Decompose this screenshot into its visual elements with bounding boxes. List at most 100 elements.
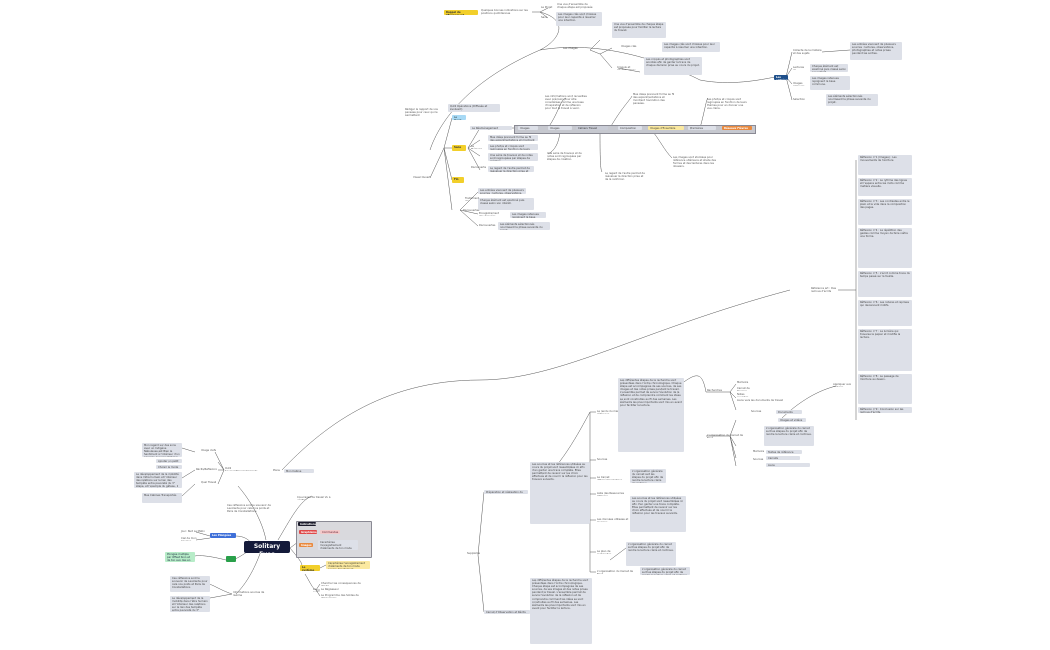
central-topic[interactable]: Solitary Eyes xyxy=(244,541,290,553)
root-child-yellow-2[interactable]: Fin xyxy=(452,177,464,183)
br-item-1: Le rendu du mémoire de référence xyxy=(597,410,629,414)
chain-note-3: Les photos et croquis sont regroupés en … xyxy=(707,98,747,111)
right-column-header[interactable]: Référence art : Des remous d'écrits xyxy=(811,287,837,293)
indications-note-2: Caractérise l'enregistrement d'éléments … xyxy=(318,540,358,550)
chain-note-1: Les informations sont recueillies avec p… xyxy=(545,95,587,111)
chain-note-4: Une série de travaux et de notes sont re… xyxy=(547,152,582,162)
br-bottom-label[interactable]: Carnet d'Observation et Récits d'Expérie… xyxy=(484,610,530,614)
root-list-2: Mes idées prennent forme au fil des expé… xyxy=(488,135,538,141)
indications-title[interactable]: Indications xyxy=(298,522,316,526)
node-le-systeme-note: Caractérise l'enregistrement d'éléments … xyxy=(326,561,370,569)
ribbon-event[interactable]: Rappel de l'Évènement xyxy=(444,10,478,15)
upper-left-note-5: Mes Cabines Transportés xyxy=(142,493,182,503)
upper-left-hub[interactable]: Outil Sources/Enregistrements xyxy=(225,467,258,471)
bottom-child-3: Le Programme des Soldes de l'Organisme xyxy=(321,594,359,598)
root-child-blue[interactable]: Le Projet xyxy=(452,115,466,120)
br-hub[interactable]: Suppléments xyxy=(467,552,480,555)
br-long-note: Les différentes étapes de la recherche s… xyxy=(618,378,684,452)
node-green[interactable] xyxy=(226,556,236,562)
cabine-note: Couvrages de travail Vu à vérifier xyxy=(297,496,331,500)
plans-label: Plans xyxy=(273,469,280,472)
br-side-note-1: Documents xyxy=(776,410,802,414)
mid-note-1: Ces réflexions sont le souvenir de Lavol… xyxy=(170,576,210,592)
top-label-a: Le Projet xyxy=(541,6,553,9)
node-le-systeme[interactable]: Le système xyxy=(300,565,320,571)
br-main[interactable]: Préparation et réalisation du Rapport fi… xyxy=(484,490,528,494)
lower-list-3: Les images retenues rejoignent la base c… xyxy=(510,212,546,218)
br-item-7-note: L'organisation générale du carnet suit l… xyxy=(640,567,690,575)
bottom-child-2: Le Régissseur xyxy=(321,588,339,591)
node-blue-sub1: Jour: Nuit Le Matin xyxy=(181,530,205,533)
node-les-entrees[interactable]: Les entrées xyxy=(774,75,788,80)
right-note-2: Réflexion n°2 : Le rythme des lignes et … xyxy=(858,178,912,196)
lower-list-2: Chaque élément est examiné puis classé s… xyxy=(478,198,534,210)
chain-item-5[interactable]: Images d'Ensemble xyxy=(648,126,684,130)
upper-cluster-item-2: Croquis et photographies xyxy=(617,66,636,70)
br-side-item-2: Carnet de Dessins xyxy=(737,387,750,391)
root-list-1: Le Réaménagement xyxy=(470,126,512,130)
upper-left-note-2: Ajouter un petit clip vidéo xyxy=(156,459,182,463)
br-side-item-1: Mémoire xyxy=(737,381,749,384)
upper-left-connector-note: Ces réflexions sont le souvenir de Lavol… xyxy=(227,504,271,512)
br-side-item-7: Sources xyxy=(753,458,764,461)
br-side-note-5: Carnets xyxy=(766,456,800,460)
right-note-6: Réflexion n°6 : Les ratures et reprises … xyxy=(858,300,912,326)
lower-list-label-2: Enregistrement des données xyxy=(479,212,500,216)
top-note-2: Les images clés sont choisies pour leur … xyxy=(556,12,602,26)
node-blue-sub2: Ciel de mon Couleur xyxy=(181,537,197,541)
chain-item-4[interactable]: Composition xyxy=(618,126,642,130)
br-item-6-note: L'organisation générale du carnet suit l… xyxy=(626,542,676,566)
indications-panel xyxy=(296,521,372,558)
dblue-note-2: Chaque élément est examiné puis classé s… xyxy=(810,64,848,72)
right-note-3: Réflexion n°3 : Les contrastes entre le … xyxy=(858,199,912,225)
br-side-note-2: Images et vidéos xyxy=(778,418,806,422)
upper-left-note-4: Le développement de la mobilité dans l'ê… xyxy=(134,472,182,488)
root-child-yellow[interactable]: Sans xyxy=(452,145,466,151)
upper-left-note-1: Mon regard sur des sons avec un Indigène… xyxy=(142,443,182,457)
chain-item-2[interactable]: Images Sensibles xyxy=(548,126,572,130)
indications-item-images[interactable]: Images xyxy=(299,543,313,547)
lower-list-1: Les entrées viennent de plusieurs source… xyxy=(478,188,526,194)
br-item-3: Sources xyxy=(597,458,608,461)
node-les-plongees[interactable]: Les Plongées xyxy=(210,533,236,538)
upper-cluster-item-1: Images clés xyxy=(621,45,637,48)
right-note-9: Réflexion n°9 : Conclusion sur les remou… xyxy=(858,407,912,413)
indications-item-graphisme[interactable]: Graphisme xyxy=(299,530,317,534)
upper-cluster-label: Les Images xyxy=(563,47,578,50)
upper-cluster-note-2: Les images clés sont choisies pour leur … xyxy=(662,42,720,52)
dblue-note-1: Les entrées viennent de plusieurs source… xyxy=(850,42,902,60)
br-side-hub-1: Recherches xyxy=(707,389,722,392)
chain-item-3[interactable]: Cahiers Travail xyxy=(576,126,608,130)
br-side-note-3: L'organisation générale du carnet suit l… xyxy=(764,426,814,446)
chain-item-6[interactable]: Premières Ébauches xyxy=(688,126,716,130)
top-note-1: Une vue d'ensemble de chaque étape est p… xyxy=(557,3,593,9)
root-list-4: Une série de travaux et de notes sont re… xyxy=(488,153,538,161)
root-label-node[interactable]: Visuel Ouvert xyxy=(413,176,431,179)
br-item-5: Les données utilisées et les liens xyxy=(597,518,629,522)
chain-note-6: Les images sont stockées pour référence … xyxy=(673,156,716,169)
mid-hub: Informations sources de régime xyxy=(233,591,265,596)
ribbon-note: Quelques bonnes indications sur les posi… xyxy=(481,9,528,16)
br-side-item-6: Mémoire xyxy=(753,450,764,453)
dblue-item-4: Sélection xyxy=(793,98,805,101)
right-note-1: Réflexion n°1 (Images) : Les mouvements … xyxy=(858,155,912,175)
upper-left-branch-1: Image clefs xyxy=(201,449,216,452)
br-item-2-note: L'organisation générale du carnet suit l… xyxy=(630,469,666,483)
upper-cluster-note-1: Une vue d'ensemble de chaque étape est p… xyxy=(612,22,666,38)
chain-item-7[interactable]: Réseaux Fièvres xyxy=(722,126,752,130)
br-item-7: L'organisation du Carnet de Bord xyxy=(597,570,633,574)
upper-left-branch-3: Quel Travail xyxy=(201,481,217,484)
chain-note-2: Mes idées prennent forme au fil des expé… xyxy=(633,93,675,106)
br-side-note-4: Textes de référence xyxy=(766,450,802,454)
upper-left-branch-2: Récits/Réflexions xyxy=(196,468,217,471)
cabine-node[interactable]: Mon Cabine Vagabonde xyxy=(284,469,314,473)
bottom-child-1: Chercher les conséquences de l'Outil xyxy=(321,582,361,586)
br-side-note-6: Liens xyxy=(766,463,810,467)
root-list-5: Le regard de l'autre permet de réévaluer… xyxy=(488,166,534,172)
upper-cluster-note-3: Les croquis et photographies sont annoté… xyxy=(644,57,702,75)
indications-note: Commandes diverses xyxy=(320,530,340,534)
dblue-note-4: Les éléments sélectionnés nourrissent la… xyxy=(826,94,878,106)
chain-item-1[interactable]: Images d'art xyxy=(518,126,538,130)
